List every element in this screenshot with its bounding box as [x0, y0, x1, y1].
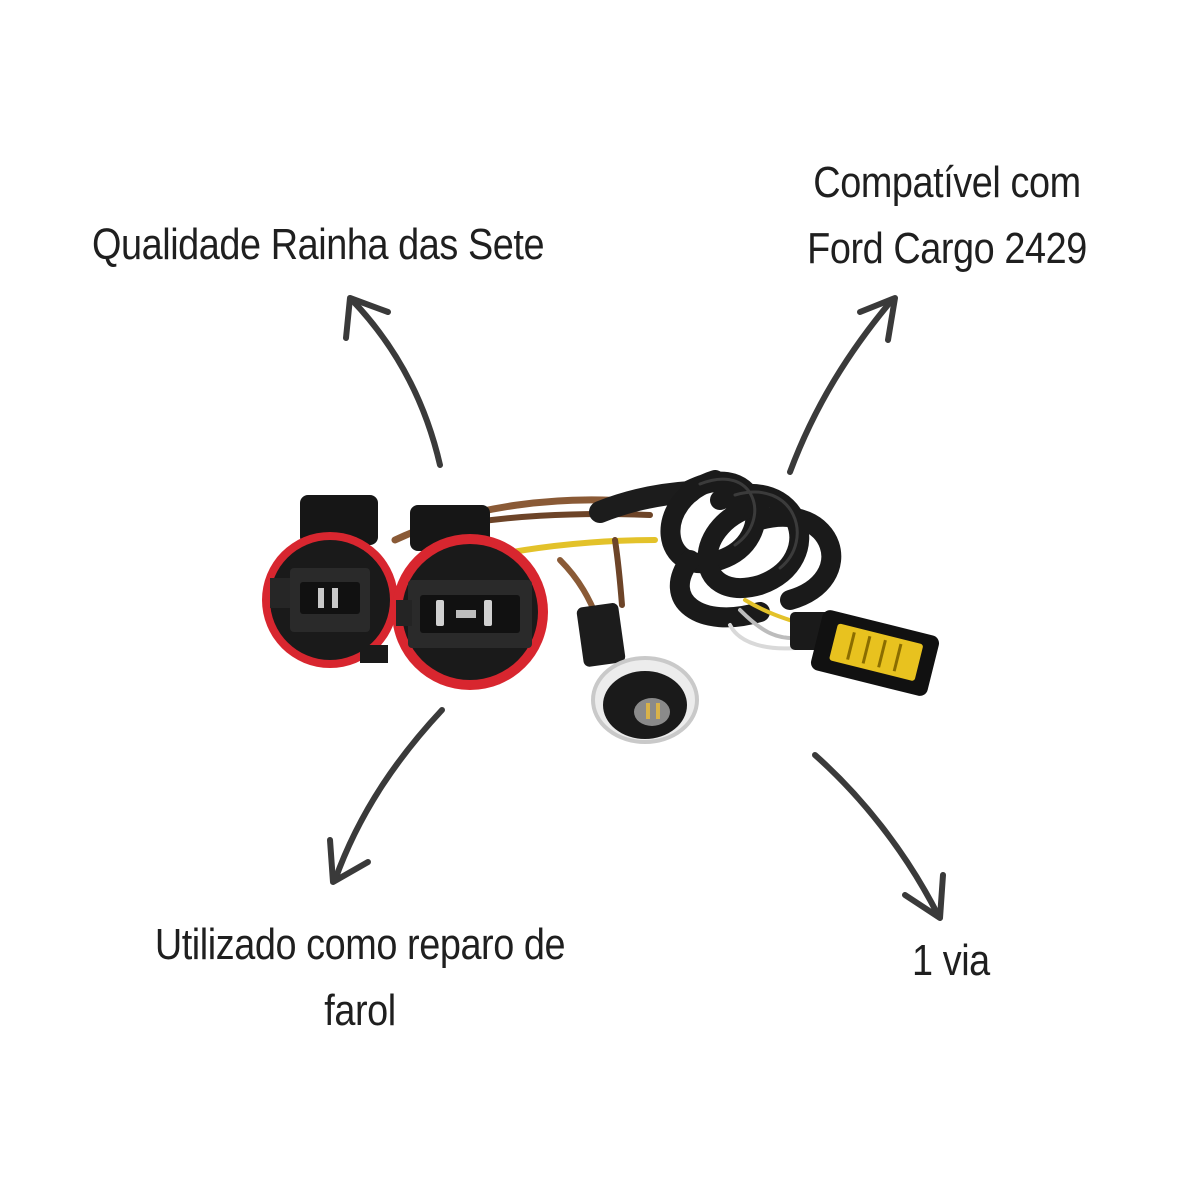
callout-usage-line1: Utilizado como reparo de: [154, 920, 566, 969]
callout-usage: Utilizado como reparo de farol: [132, 912, 588, 1044]
arrow-top-right-icon: [787, 295, 898, 475]
callout-usage-line2: farol: [324, 986, 396, 1035]
callout-compatibility: Compatível com Ford Cargo 2429: [797, 150, 1098, 282]
headlight-socket-right: [392, 505, 548, 690]
callout-ways: 1 via: [912, 936, 990, 985]
callout-quality: Qualidade Rainha das Sete: [92, 220, 545, 269]
callout-compatibility-line2: Ford Cargo 2429: [807, 224, 1087, 273]
headlight-socket-left: [262, 495, 398, 668]
arrow-top-left-icon: [343, 295, 443, 468]
arrow-bottom-left-icon: [327, 707, 445, 885]
wiring-harness: [262, 470, 940, 744]
bulb-socket: [576, 603, 699, 744]
callout-compatibility-line1: Compatível com: [813, 158, 1081, 207]
arrow-bottom-right-icon: [812, 752, 946, 921]
yellow-connector: [790, 610, 940, 696]
